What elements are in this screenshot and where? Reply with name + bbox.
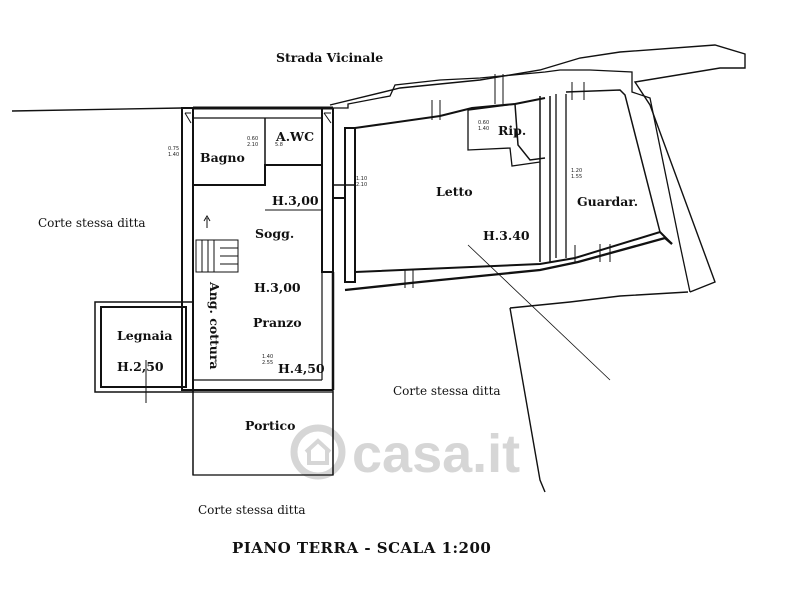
svg-text:1.55: 1.55 — [571, 174, 582, 180]
staircase — [195, 215, 239, 273]
svg-text:2.10: 2.10 — [247, 142, 258, 148]
svg-text:5.8: 5.8 — [275, 142, 283, 148]
svg-text:0.60: 0.60 — [478, 120, 489, 126]
svg-text:1.20: 1.20 — [571, 168, 582, 174]
room-bagno: Bagno — [200, 150, 245, 165]
svg-text:1.40: 1.40 — [262, 354, 273, 360]
svg-text:1.10: 1.10 — [356, 176, 367, 182]
room-pranzo: Pranzo — [253, 315, 302, 330]
plan-caption: PIANO TERRA - SCALA 1:200 — [232, 539, 491, 557]
labels: Strada Vicinale Bagno A.WC Letto Rip. Gu… — [38, 50, 638, 557]
room-awc: A.WC — [275, 129, 314, 144]
room-sogg: Sogg. — [255, 226, 294, 241]
courtyard-label-west: Corte stessa ditta — [38, 216, 146, 230]
watermark: casa.it — [290, 424, 520, 484]
height-legnaia: H.2,50 — [117, 359, 164, 374]
room-ang-cottura: Ang. cottura — [207, 281, 222, 370]
room-letto: Letto — [436, 184, 473, 199]
courtyard-label-south: Corte stessa ditta — [198, 503, 306, 517]
height-wc: H.3,00 — [272, 193, 319, 208]
east-wing-walls — [332, 69, 691, 381]
svg-text:1.40: 1.40 — [168, 152, 179, 158]
courtyard-label-east: Corte stessa ditta — [393, 384, 501, 398]
svg-text:0.75: 0.75 — [168, 146, 179, 152]
room-portico: Portico — [245, 418, 295, 433]
boundary-lines — [11, 44, 746, 493]
svg-text:0.60: 0.60 — [247, 136, 258, 142]
legnaia-walls — [94, 301, 194, 403]
room-guardar: Guardar. — [577, 194, 638, 209]
height-portico: H.4,50 — [278, 361, 325, 376]
svg-text:2.10: 2.10 — [356, 182, 367, 188]
portico-walls — [192, 382, 334, 476]
height-letto: H.3.40 — [483, 228, 530, 243]
svg-text:1.40: 1.40 — [478, 126, 489, 132]
room-legnaia: Legnaia — [117, 328, 173, 343]
svg-text:casa.it: casa.it — [352, 424, 520, 484]
dimension-notes: 0.75 1.40 0.60 2.10 5.8 1.10 2.10 1.20 1… — [168, 120, 582, 366]
svg-text:2.55: 2.55 — [262, 360, 273, 366]
road-label: Strada Vicinale — [276, 50, 383, 65]
room-rip: Rip. — [498, 123, 526, 138]
height-pranzo: H.3,00 — [254, 280, 301, 295]
